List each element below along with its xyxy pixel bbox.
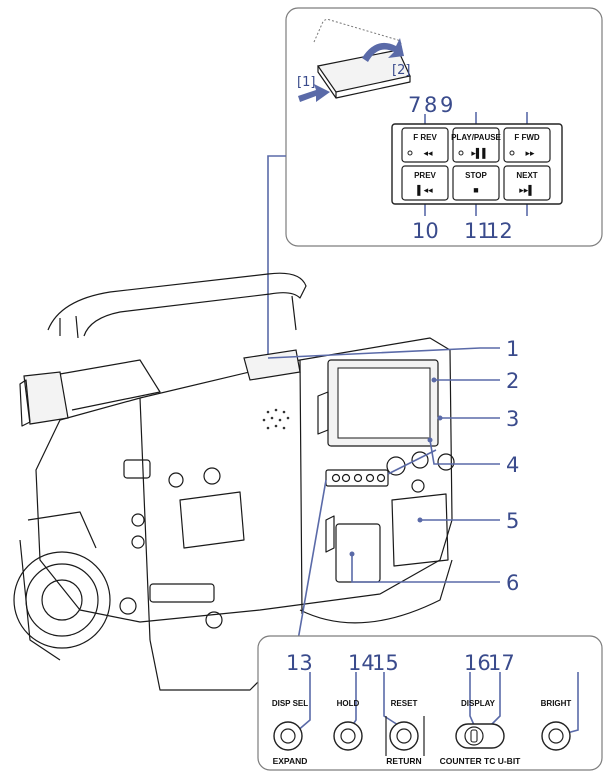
top-inset: [1] [2] 7 8 9 F REV ◂◂ PLAY/PAUSE ▸▌▌ bbox=[285, 7, 603, 247]
svg-text:STOP: STOP bbox=[465, 171, 487, 180]
svg-text:DISPLAY: DISPLAY bbox=[461, 699, 496, 708]
display-switch[interactable]: DISPLAY COUNTER TC U-BIT bbox=[440, 699, 522, 766]
prev-button[interactable]: PREV ▌◂◂ bbox=[401, 165, 449, 201]
reset-sub-label: RETURN bbox=[386, 756, 421, 766]
play-pause-button[interactable]: PLAY/PAUSE ▸▌▌ bbox=[451, 127, 502, 163]
reset-button[interactable]: RESET RETURN bbox=[385, 699, 425, 766]
hold-button[interactable]: HOLD bbox=[333, 699, 363, 751]
next-button[interactable]: NEXT ▸▸▌ bbox=[503, 165, 551, 201]
next-icon: ▸▸▌ bbox=[519, 184, 534, 196]
svg-text:RESET: RESET bbox=[391, 699, 418, 708]
speaker-grille-icon bbox=[262, 408, 290, 430]
f-rev-button[interactable]: F REV ◂◂ bbox=[401, 127, 449, 163]
callout-4: 4 bbox=[506, 453, 519, 477]
callout-17: 17 bbox=[488, 651, 515, 675]
svg-text:F FWD: F FWD bbox=[514, 133, 540, 142]
svg-text:DISP SEL: DISP SEL bbox=[272, 699, 308, 708]
callout-11: 11 bbox=[464, 219, 491, 243]
camcorder-illustration bbox=[13, 272, 455, 691]
callout-8: 8 bbox=[424, 93, 437, 117]
push-arrow-icon bbox=[298, 84, 330, 102]
bright-button[interactable]: BRIGHT bbox=[541, 699, 572, 751]
callout-13: 13 bbox=[286, 651, 313, 675]
svg-text:PREV: PREV bbox=[414, 171, 436, 180]
callout-16: 16 bbox=[464, 651, 491, 675]
disp-sel-button[interactable]: DISP SEL EXPAND bbox=[272, 699, 308, 766]
svg-text:F REV: F REV bbox=[413, 133, 437, 142]
play-pause-icon: ▸▌▌ bbox=[471, 147, 488, 159]
callout-10: 10 bbox=[412, 219, 439, 243]
callout-3: 3 bbox=[506, 407, 519, 431]
f-fwd-lamp-icon bbox=[509, 150, 515, 156]
fast-forward-icon: ▸▸ bbox=[525, 148, 535, 158]
f-rev-lamp-icon bbox=[407, 150, 413, 156]
stop-icon: ■ bbox=[473, 185, 478, 195]
callout-5: 5 bbox=[506, 509, 519, 533]
callout-14: 14 bbox=[348, 651, 375, 675]
step-label-2: [2] bbox=[392, 63, 410, 78]
f-fwd-button[interactable]: F FWD ▸▸ bbox=[503, 127, 551, 163]
step-label-1: [1] bbox=[297, 75, 315, 90]
callout-9: 9 bbox=[440, 93, 453, 117]
callout-6: 6 bbox=[506, 571, 519, 595]
svg-text:PLAY/PAUSE: PLAY/PAUSE bbox=[451, 133, 501, 142]
lid-illustration: [1] [2] bbox=[297, 19, 411, 102]
disp-sel-sub-label: EXPAND bbox=[273, 756, 308, 766]
rewind-icon: ◂◂ bbox=[423, 148, 433, 158]
callout-2: 2 bbox=[506, 369, 519, 393]
callout-7: 7 bbox=[408, 93, 421, 117]
stop-button[interactable]: STOP ■ bbox=[452, 165, 500, 201]
display-sub-label: COUNTER TC U-BIT bbox=[440, 756, 522, 766]
switch-knob-icon bbox=[470, 729, 478, 743]
svg-text:BRIGHT: BRIGHT bbox=[541, 699, 572, 708]
svg-text:NEXT: NEXT bbox=[516, 171, 537, 180]
callout-1: 1 bbox=[506, 337, 519, 361]
callout-12: 12 bbox=[486, 219, 513, 243]
play-pause-lamp-icon bbox=[458, 150, 464, 156]
callout-15: 15 bbox=[372, 651, 399, 675]
bottom-inset: 13 14 15 16 17 DISP SEL EXPAND HOLD RESE… bbox=[257, 635, 603, 771]
previous-icon: ▌◂◂ bbox=[417, 184, 433, 196]
svg-text:HOLD: HOLD bbox=[337, 699, 360, 708]
open-arrow-icon bbox=[362, 38, 404, 62]
